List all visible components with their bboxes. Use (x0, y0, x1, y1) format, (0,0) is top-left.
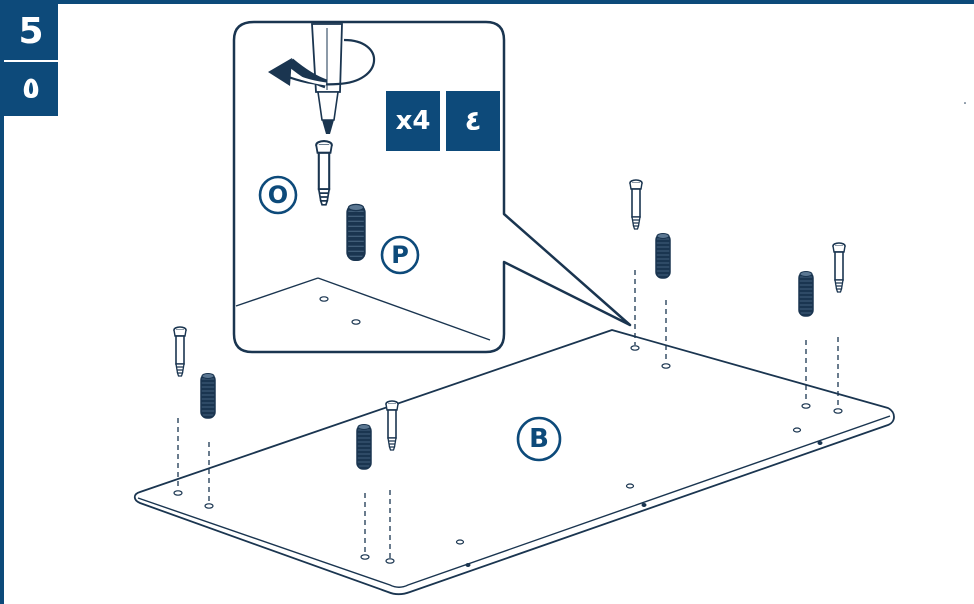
wooden-dowel-icon (356, 423, 372, 470)
quantity-count-arabic: ٤ (446, 91, 500, 151)
step-number-arabic: ٥ (4, 62, 58, 116)
cam-bolt-icon (629, 179, 643, 230)
frame-left-border (0, 0, 4, 604)
part-b-circle (516, 416, 562, 462)
step-divider (4, 60, 58, 62)
panel-board-icon (133, 329, 895, 596)
wooden-dowel-icon (346, 203, 366, 261)
step-number: 5 (4, 4, 58, 60)
quantity-count: x4 (386, 91, 440, 151)
screwdriver-icon (311, 23, 343, 134)
wooden-dowel-icon (200, 372, 216, 419)
wooden-dowel-icon (655, 232, 671, 279)
cam-bolt-icon (173, 326, 187, 377)
part-p-label: P (391, 241, 409, 269)
part-o-label: O (267, 181, 289, 209)
frame-top-border (0, 0, 974, 4)
part-b-label: B (529, 424, 549, 454)
speck (964, 102, 966, 104)
rotation-arrow-icon (268, 38, 376, 89)
wooden-dowel-icon (798, 270, 814, 317)
part-p-circle (380, 235, 420, 275)
part-o-circle (258, 175, 298, 215)
cam-bolt-icon (832, 242, 846, 293)
